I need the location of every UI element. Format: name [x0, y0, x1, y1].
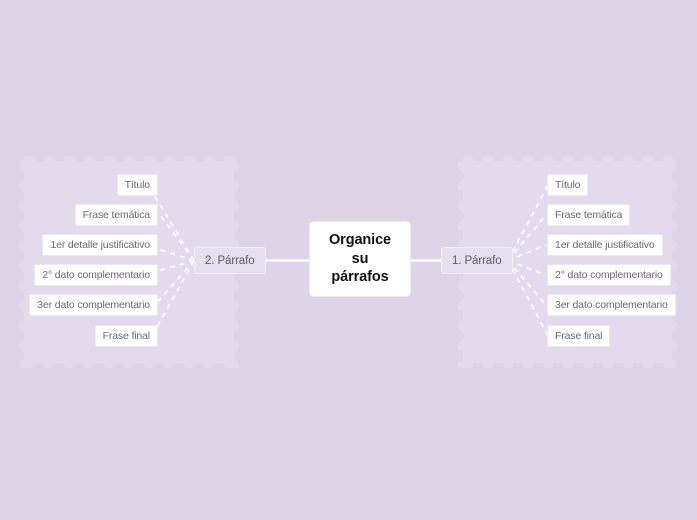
leaf-node-label: Título — [124, 179, 151, 191]
branch-node-2-parrafo[interactable]: 2. Párrafo — [194, 247, 266, 274]
leaf-node[interactable]: 3er dato complementario — [547, 294, 676, 316]
leaf-node[interactable]: Frase temática — [74, 204, 158, 226]
central-topic-line-2: su — [351, 250, 369, 267]
cloud-edge-right — [667, 156, 677, 368]
leaf-node[interactable]: 2° dato complementario — [34, 264, 158, 286]
leaf-node[interactable]: Frase temática — [547, 204, 631, 226]
leaf-node-label: Frase temática — [82, 209, 150, 221]
leaf-node-label: Frase final — [555, 330, 603, 342]
central-topic-node[interactable]: Organice su párrafos — [309, 221, 411, 297]
leaf-node-label: Título — [555, 179, 581, 191]
leaf-node-label: 3er dato complementario — [555, 299, 668, 311]
leaf-node[interactable]: 3er dato complementario — [29, 294, 158, 316]
leaf-node-label: 2° dato complementario — [42, 269, 150, 281]
branch-node-1-parrafo[interactable]: 1. Párrafo — [441, 247, 513, 274]
leaf-node[interactable]: Título — [116, 174, 158, 196]
central-topic-line-3: párrafos — [331, 269, 389, 286]
leaf-node[interactable]: 2° dato complementario — [547, 264, 671, 286]
leaf-node-label: 3er dato complementario — [37, 299, 150, 311]
leaf-node[interactable]: Frase final — [547, 325, 611, 347]
leaf-node-label: 2° dato complementario — [555, 269, 663, 281]
central-topic-line-1: Organice — [328, 232, 392, 249]
leaf-node-label: Frase temática — [555, 209, 623, 221]
branch-node-label: 2. Párrafo — [205, 254, 255, 267]
leaf-node[interactable]: 1er detalle justificativo — [547, 234, 663, 256]
leaf-node-label: 1er detalle justificativo — [50, 239, 150, 251]
branch-node-label: 1. Párrafo — [452, 254, 502, 267]
leaf-node[interactable]: Frase final — [94, 325, 158, 347]
leaf-node[interactable]: Título — [547, 174, 589, 196]
leaf-node-label: 1er detalle justificativo — [555, 239, 655, 251]
leaf-node-label: Frase final — [102, 330, 151, 342]
cloud-edge-left — [19, 156, 29, 368]
leaf-node[interactable]: 1er detalle justificativo — [42, 234, 158, 256]
